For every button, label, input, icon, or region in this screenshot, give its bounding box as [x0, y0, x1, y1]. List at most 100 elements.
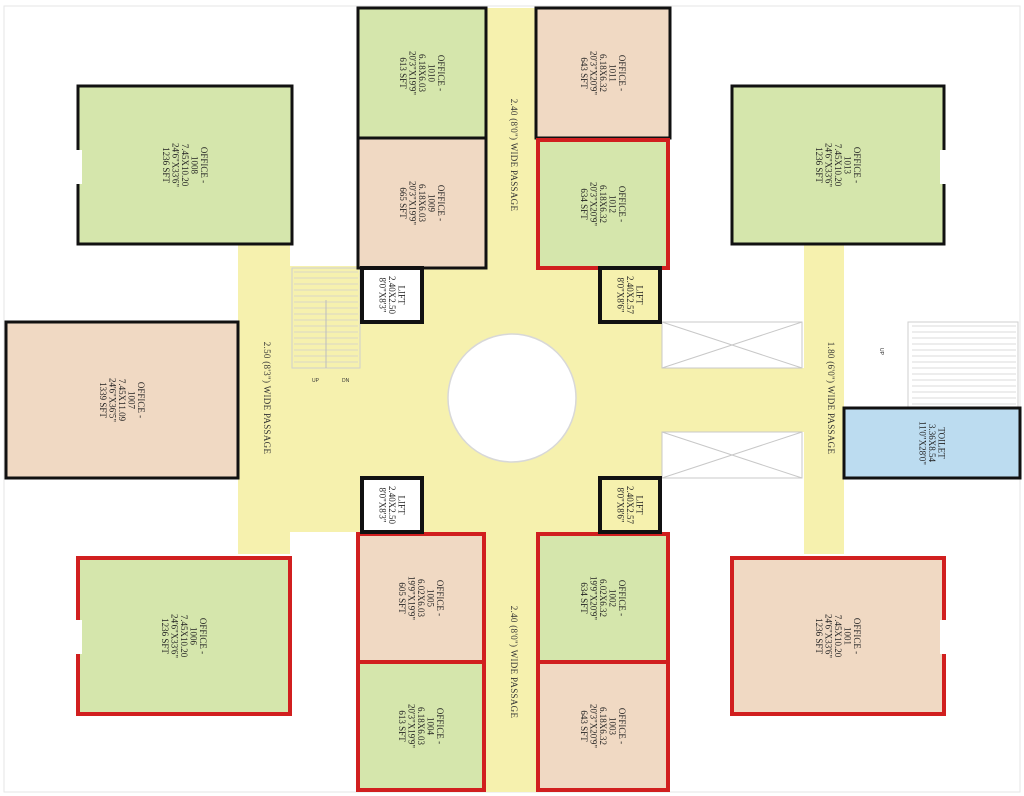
lift-nw-label: LIFT2.40X2.508'0"X8'3" — [378, 276, 407, 314]
office-1013-label: OFFICE -10137.45X10.2024'6"X33'6"1236 SF… — [814, 143, 862, 187]
office-1006-label: OFFICE -10067.45X10.2024'6"X33'6"1236 SF… — [160, 614, 208, 658]
office-1007-label-line: 7.45X11.09 — [117, 379, 127, 422]
lift-se — [598, 476, 662, 534]
office-1003-label-line: 643 SFT — [579, 710, 589, 742]
office-1013-label-line: 7.45X10.20 — [833, 144, 843, 187]
lift-sw-label-line: 2.40X2.50 — [387, 486, 397, 524]
toilet-label: TOILET3.36X8.5411'0"X28'0" — [918, 421, 947, 465]
toilet-label-line: 3.36X8.54 — [927, 424, 937, 462]
office-1010-label-line: 6.18X6.03 — [417, 54, 427, 92]
office-1003-label-line: 1003 — [608, 717, 618, 736]
office-1006-label-line: 7.45X10.20 — [179, 615, 189, 658]
lift-sw-label-line: LIFT — [397, 496, 407, 516]
office-1008 — [76, 84, 294, 246]
lift-nw-label-line: LIFT — [397, 286, 407, 306]
lift-sw-label: LIFT2.40X2.508'0"X8'3" — [378, 486, 407, 524]
office-1002-label: OFFICE -10026.02X6.3219'9"X20'9"634 SFT — [579, 576, 627, 620]
office-1012-label-line: 6.18X6.32 — [598, 185, 608, 223]
office-1002-label-line: 6.02X6.32 — [598, 579, 608, 617]
office-1006-label-line: 1006 — [189, 627, 199, 646]
office-1003 — [536, 660, 670, 792]
offices — [4, 6, 1022, 792]
office-1002-label-line: 19'9"X20'9" — [589, 576, 599, 620]
office-1013-label-line: 1013 — [843, 156, 853, 175]
passage-north — [486, 8, 536, 270]
office-1011-label: OFFICE -10116.18X6.3220'3"X20'9"643 SFT — [579, 51, 627, 95]
office-1008-label-line: 1008 — [190, 156, 200, 175]
office-1007-label-line: 24'6"X36'5" — [108, 378, 118, 422]
lift-se-label-line: LIFT — [635, 496, 645, 516]
office-1004 — [356, 660, 486, 792]
lift-se-label-line: 2.40X2.57 — [625, 486, 635, 524]
office-1001-label-line: OFFICE - — [852, 618, 862, 654]
door-openings — [76, 150, 946, 654]
office-1005-label-line: 19'9"X19'9" — [407, 576, 417, 620]
toilet-label-line: 11'0"X28'0" — [918, 421, 928, 465]
toilet-label-line: TOILET — [937, 427, 947, 459]
office-1004-label: OFFICE -10046.18X6.0320'3"X19'9"613 SFT — [397, 704, 445, 748]
office-1006-label-line: 1236 SFT — [160, 618, 170, 654]
lift-se-label: LIFT2.40X2.578'0"X8'6" — [616, 486, 645, 524]
office-1011-label-line: 643 SFT — [579, 57, 589, 89]
office-1010-label-line: 613 SFT — [398, 57, 408, 89]
stair-west-up: UP — [312, 378, 320, 384]
office-1013-label-line: OFFICE - — [852, 147, 862, 183]
office-1011 — [534, 6, 672, 140]
office-1005-label-line: OFFICE - — [435, 580, 445, 616]
office-1008-label-line: OFFICE - — [199, 147, 209, 183]
office-1009-label-line: OFFICE - — [436, 185, 446, 221]
office-1009 — [356, 136, 488, 270]
office-1012-label-line: 1012 — [608, 195, 618, 213]
office-1005-label-line: 6.02X6.03 — [416, 579, 426, 617]
lift-ne-label: LIFT2.40X2.578'0"X8'6" — [616, 276, 645, 314]
office-1004-label-line: 613 SFT — [397, 710, 407, 742]
lift-ne-label-line: 2.40X2.57 — [625, 276, 635, 314]
passage-label-west: 2.50 (8'3") WIDE PASSAGE — [262, 342, 272, 455]
passage-south — [486, 530, 536, 792]
office-1003-label: OFFICE -10036.18X6.3220'3"X20'9"643 SFT — [579, 704, 627, 748]
office-1003-label-line: 20'3"X20'9" — [589, 704, 599, 748]
office-1001-label-line: 1001 — [843, 627, 853, 645]
office-1002 — [536, 532, 670, 664]
office-1009-label-line: 20'3"X19'9" — [408, 181, 418, 225]
office-1013-label-line: 24'6"X33'6" — [824, 143, 834, 187]
office-1005-label-line: 1005 — [426, 589, 436, 608]
stair-west-dn: DN — [342, 378, 350, 384]
office-1001-label-line: 1236 SFT — [814, 618, 824, 654]
atrium-void — [447, 333, 577, 463]
office-1009-label-line: 1009 — [427, 194, 437, 213]
office-1011-label-line: 20'3"X20'9" — [589, 51, 599, 95]
office-1004-label-line: 20'3"X19'9" — [407, 704, 417, 748]
office-1010-label-line: 1010 — [427, 64, 437, 83]
lift-nw — [360, 266, 424, 324]
office-1003-label-line: 6.18X6.32 — [598, 707, 608, 745]
office-1005 — [356, 532, 486, 664]
office-1004-label-line: 1004 — [426, 717, 436, 736]
office-1011-label-line: 6.18X6.32 — [598, 54, 608, 92]
office-1009-label-line: 6.18X6.03 — [417, 184, 427, 222]
lift-nw-label-line: 8'0"X8'3" — [378, 277, 388, 312]
office-1005-label: OFFICE -10056.02X6.0319'9"X19'9"605 SFT — [397, 576, 445, 620]
office-1012-label-line: 20'3"X20'9" — [589, 182, 599, 226]
passage-label-east: 1.80 (6'0") WIDE PASSAGE — [826, 342, 836, 455]
lift-ne-label-line: 8'0"X8'6" — [616, 277, 626, 312]
office-1007-label-line: 1007 — [127, 391, 137, 410]
office-1010-label-line: OFFICE - — [436, 55, 446, 91]
office-1004-label-line: OFFICE - — [435, 708, 445, 744]
office-1008-label-line: 24'6"X33'6" — [171, 143, 181, 187]
office-1003-label-line: OFFICE - — [617, 708, 627, 744]
stair-east-up: UP — [878, 348, 884, 356]
passage-label-north: 2.40 (8'0") WIDE PASSAGE — [509, 99, 519, 212]
office-1010-label-line: 20'3"X19'9" — [408, 51, 418, 95]
office-1008-label-line: 7.45X10.20 — [180, 144, 190, 187]
office-1008-label-line: 1236 SFT — [161, 147, 171, 183]
lift-ne — [598, 266, 662, 324]
office-1007-label-line: 1339 SFT — [98, 382, 108, 418]
passage-east — [804, 244, 844, 554]
toilet — [842, 406, 1022, 480]
void-shafts — [661, 321, 803, 479]
office-1006-label-line: OFFICE - — [198, 618, 208, 654]
office-1001-label-line: 7.45X10.20 — [833, 615, 843, 658]
